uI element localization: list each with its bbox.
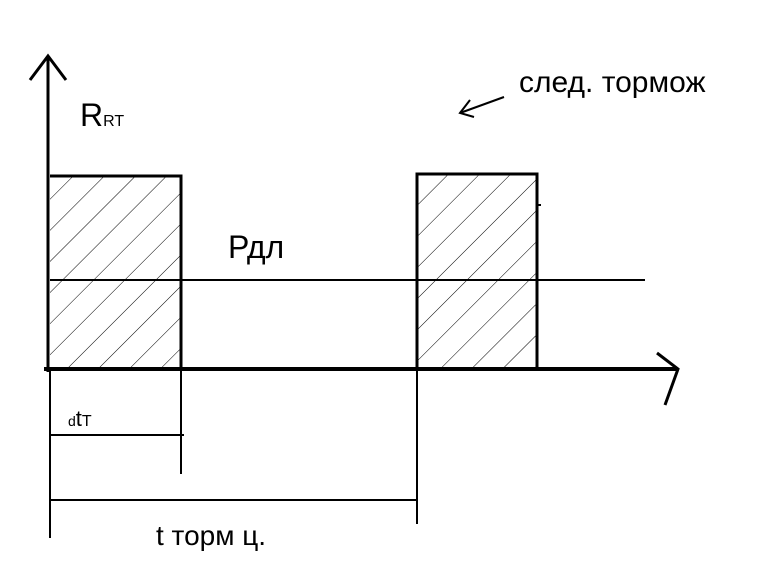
y-axis-label: RRT [80,97,124,133]
next-brake-pointer-arrow [458,96,505,118]
next-brake-label: след. тормож [519,66,706,99]
y-axis-label-main: R [80,97,103,133]
brake-pulse-1-outline [50,174,183,368]
dt-label-main: t [76,406,82,431]
next-brake-pointer-shaft [459,96,505,114]
next-brake-pointer-head [458,99,475,118]
power-line-label: Рдл [228,229,284,265]
y-axis-label-sub: RT [103,113,124,130]
brake-pulse-1-hatch [50,176,181,368]
y-axis-arrowhead [28,53,68,81]
x-axis-arrowhead [656,351,680,406]
dt-label-prefix: d [68,413,76,429]
y-axis [28,53,68,372]
brake-pulse-2 [415,172,541,368]
x-axis [44,351,680,406]
brake-pulse-1 [50,174,183,368]
brake-pulse-2-hatch [417,174,537,368]
dt-label-sub: T [82,413,92,430]
dt-label: dtT [68,406,92,431]
cycle-time-label: t торм ц. [156,520,266,551]
brake-pulse-2-outline [415,172,539,368]
